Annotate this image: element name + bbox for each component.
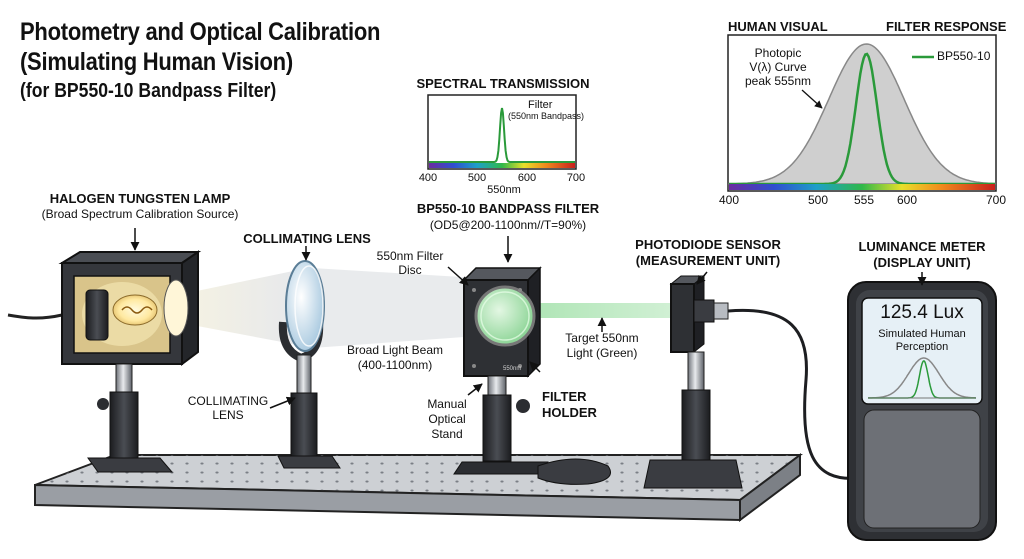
photodiode-title-2: (MEASUREMENT UNIT) (635, 253, 781, 268)
response-tick-555: 555 (853, 193, 875, 207)
photopic-annotation-3: peak 555nm (744, 74, 812, 88)
filter-transmission-curve (429, 107, 575, 163)
collimating-lens-side-label-2: LENS (212, 408, 244, 422)
spectral-color-bar (429, 163, 575, 168)
filter-title: BP550-10 BANDPASS FILTER (416, 201, 600, 216)
stand-label-2: Optical (428, 412, 466, 426)
spectral-inset-title: SPECTRAL TRANSMISSION (416, 76, 590, 91)
lamp-subtitle: (Broad Spectrum Calibration Source) (41, 207, 239, 221)
meter-caption-1: Simulated Human (878, 328, 966, 340)
filter-spec: (OD5@200-1100nm//T=90%) (429, 218, 587, 232)
human-visual-response-chart (727, 34, 997, 192)
broad-light-beam (192, 270, 298, 345)
meter-mini-curve (868, 357, 976, 399)
filter-holder-label-2: HOLDER (542, 405, 597, 420)
meter-screen (861, 297, 983, 405)
lamp-title: HALOGEN TUNGSTEN LAMP (49, 191, 231, 206)
response-tick-600: 600 (896, 193, 918, 207)
response-tick-700: 700 (985, 193, 1007, 207)
response-title-right: FILTER RESPONSE (886, 19, 1007, 34)
photopic-annotation-1: Photopic (754, 46, 802, 60)
response-legend-label: BP550-10 (937, 49, 991, 63)
spectral-legend-1: Filter (528, 99, 553, 111)
collimating-lens-side-label-1: COLLIMATING (187, 394, 269, 408)
photopic-curve-fill (728, 43, 996, 185)
halogen-lamp (7, 250, 202, 366)
spectral-transmission-chart (427, 94, 577, 170)
filter-disc-label-2: Disc (398, 263, 422, 277)
meter-title-1: LUMINANCE METER (858, 239, 986, 254)
response-tick-500: 500 (807, 193, 829, 207)
green-target-beam (508, 303, 698, 318)
filter-holder-assembly: 550nm (453, 266, 611, 485)
broad-beam-label-1: Broad Light Beam (346, 343, 444, 357)
page-title-line-2: (Simulating Human Vision) (20, 48, 293, 76)
luminance-meter-device (847, 281, 997, 541)
filter-engraving: 550nm (503, 366, 521, 372)
stand-label-1: Manual (427, 397, 467, 411)
page-title-line-3: (for BP550-10 Bandpass Filter) (20, 80, 277, 102)
spectral-tick-400: 400 (418, 172, 438, 184)
response-title-left: HUMAN VISUAL (728, 19, 828, 34)
collimating-lens-title: COLLIMATING LENS (243, 231, 371, 246)
spectral-tick-500: 500 (467, 172, 487, 184)
photodiode-title-1: PHOTODIODE SENSOR (635, 237, 781, 252)
lamp-post-assembly (87, 363, 174, 473)
halogen-bulb (112, 294, 158, 326)
filter-holder-label-1: FILTER (542, 389, 587, 404)
spectral-tick-600: 600 (517, 172, 537, 184)
spectral-plot-frame (427, 94, 577, 170)
page-title-line-1: Photometry and Optical Calibration (20, 18, 381, 46)
response-color-bar (729, 184, 995, 190)
target-beam-label-2: Light (Green) (566, 346, 638, 360)
bandpass-filter-disc (474, 285, 536, 347)
sensor-signal-cable (727, 308, 859, 480)
meter-reading: 125.4 Lux (880, 302, 964, 323)
stand-label-3: Stand (431, 427, 463, 441)
photodiode-sensor-assembly (643, 274, 743, 489)
response-tick-400: 400 (718, 193, 740, 207)
collimating-lens-element (285, 260, 325, 352)
photopic-annotation-2: V(λ) Curve (749, 60, 807, 74)
callout-arrows (130, 228, 927, 409)
target-beam-label-1: Target 550nm (565, 331, 639, 345)
lamp-power-cable (7, 313, 63, 320)
filter-disc-label-1: 550nm Filter (376, 249, 444, 263)
meter-caption-2: Perception (895, 341, 949, 353)
meter-title-2: (DISPLAY UNIT) (873, 255, 971, 270)
broad-beam-label-2: (400-1100nm) (357, 358, 433, 372)
broad-light-beam-expanded (312, 268, 478, 348)
spectral-tick-700: 700 (566, 172, 586, 184)
spectral-legend-2: (550nm Bandpass) (508, 111, 585, 121)
spectral-xlabel: 550nm (487, 184, 521, 196)
